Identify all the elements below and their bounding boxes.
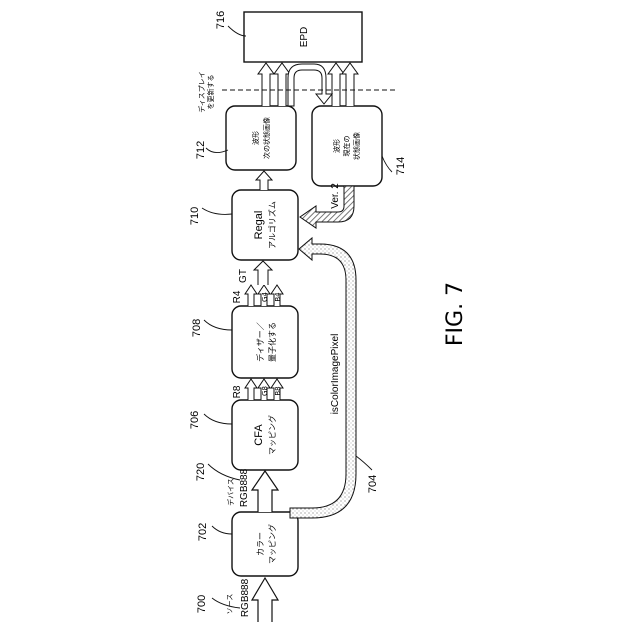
g8-label: G8: [261, 386, 269, 396]
b8-label: B8: [274, 386, 282, 395]
next-waveform-line2: 次の状態画像: [262, 117, 271, 159]
color-mapping-block: [232, 512, 298, 576]
update-display-line1: ディスプレイ: [197, 71, 206, 113]
ver2-label: Ver. 2: [330, 183, 341, 209]
source-format: RGB888: [240, 578, 251, 617]
next-waveform-line1: 波形: [251, 131, 260, 145]
g4-label: G4: [261, 292, 269, 302]
ref-716: 716: [215, 11, 227, 29]
gt-arrow: [256, 171, 272, 190]
ref-708: 708: [191, 319, 203, 337]
device-label: デバイス: [226, 478, 235, 506]
dither-line1: ディザー／: [255, 322, 265, 361]
regal-block: [232, 190, 298, 260]
ref-706: 706: [189, 411, 201, 429]
ref-710: 710: [189, 207, 201, 225]
source-label: ソース: [226, 594, 234, 615]
current-waveform-line2: 現在の: [342, 136, 351, 157]
color-mapping-line1: カラー: [256, 532, 265, 556]
gt-label: GT: [238, 269, 249, 283]
cfa-mapping-block: [232, 400, 298, 470]
current-to-epd-arrows: [328, 63, 358, 106]
dither-line2: 量子化する: [267, 322, 277, 362]
cfa-mapping-line1: CFA: [253, 424, 265, 446]
ref-712: 712: [195, 141, 207, 159]
update-display-line2: を更新する: [206, 75, 215, 110]
regal-line1: Regal: [253, 211, 265, 240]
next-to-epd-arrows: [258, 63, 290, 106]
figure-label: FIG. 7: [443, 282, 468, 346]
epd-label: EPD: [299, 27, 310, 48]
ref-720: 720: [195, 463, 207, 481]
next-to-current-loop-arrow: [288, 64, 332, 106]
ref-704: 704: [367, 475, 379, 493]
current-waveform-line1: 波形: [332, 139, 341, 153]
ver2-feedback-arrow: [300, 186, 354, 228]
ref-702: 702: [197, 523, 209, 541]
device-format: RGB888: [239, 468, 250, 507]
regal-to-gt-arrow: [254, 261, 272, 285]
dither-block: [232, 306, 298, 378]
is-color-pixel-label: isColorImagePixel: [330, 334, 341, 415]
current-waveform-line3: 状態画像: [352, 132, 361, 160]
color-mapping-line2: マッピング: [267, 524, 277, 564]
device-rgb-arrow: [252, 471, 278, 512]
source-input-arrow: [252, 578, 278, 622]
cfa-mapping-line2: マッピング: [267, 415, 277, 455]
r4-label: R4: [232, 290, 243, 303]
regal-line2: アルゴリズム: [267, 201, 277, 249]
ref-714: 714: [395, 157, 407, 175]
r8-label: R8: [232, 385, 243, 398]
b4-label: B4: [274, 292, 282, 302]
ref-700: 700: [196, 595, 208, 613]
is-color-pixel-arrow: [290, 238, 356, 518]
next-waveform-block: [226, 106, 296, 170]
